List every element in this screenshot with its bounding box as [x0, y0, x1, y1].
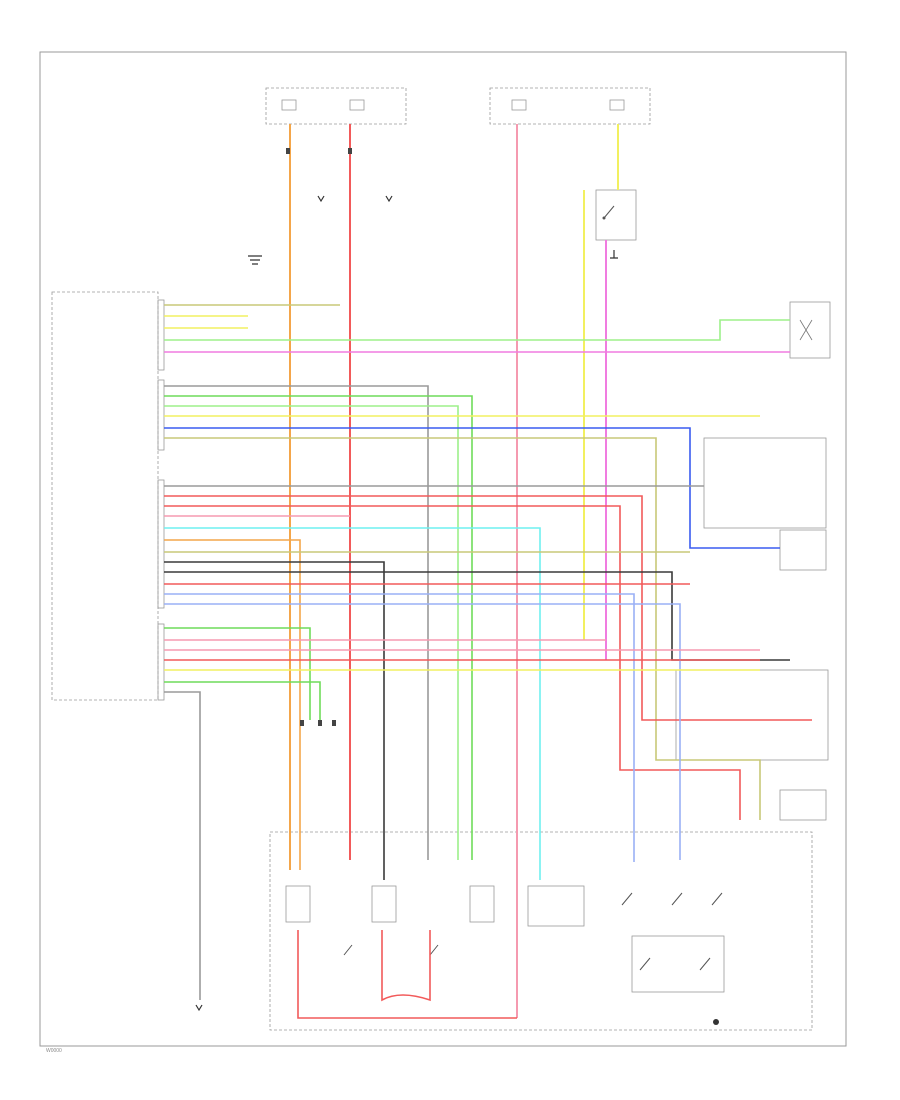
wires-vertical-trunks	[289, 124, 619, 1018]
right-components	[675, 301, 831, 821]
wires-horizontal-runs	[164, 304, 812, 1000]
transmission-housing	[269, 831, 813, 1031]
power-fuse-block	[265, 87, 651, 125]
page-id: W0000	[46, 1048, 62, 1054]
wires-bottom-loop	[297, 930, 517, 1019]
connector-marks	[286, 148, 352, 726]
ground-symbols	[195, 195, 618, 1012]
diagram-frame	[39, 51, 847, 1047]
pcm-connector	[51, 291, 165, 701]
relay-switch	[595, 189, 637, 241]
